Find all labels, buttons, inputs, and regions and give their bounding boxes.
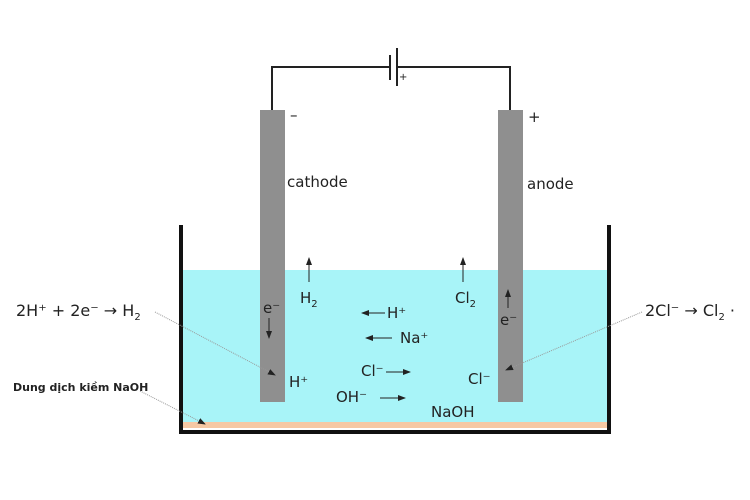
na-plus-ion: Na⁺	[400, 329, 428, 347]
cl-minus-ion: Cl⁻	[361, 362, 384, 380]
solution-note: Dung dịch kiềm NaOH	[13, 381, 148, 394]
anode-label: anode	[527, 175, 574, 193]
circuit-wire	[271, 66, 511, 110]
h2-label: H2	[300, 289, 318, 310]
battery-plus: +	[399, 72, 407, 83]
cathode-label: cathode	[287, 173, 348, 191]
solution-pointer	[139, 390, 206, 425]
cl2-label: Cl2	[455, 289, 476, 310]
cathode-electrode	[260, 110, 285, 402]
anode-electron: e⁻	[500, 311, 517, 329]
cathode-electron: e⁻	[263, 299, 280, 317]
anode-polarity: +	[528, 108, 541, 126]
liquid	[183, 270, 607, 426]
sediment-layer	[183, 422, 607, 428]
anode-electrode	[498, 110, 523, 402]
h-plus-ion: H⁺	[387, 304, 406, 322]
anode-equation: 2Cl⁻ → Cl2 ·	[645, 301, 735, 323]
naoh-label: NaOH	[431, 403, 475, 421]
anode-pointer	[505, 311, 643, 371]
cathode-polarity: –	[290, 106, 298, 124]
battery-icon	[389, 48, 398, 86]
container	[179, 225, 611, 434]
h-plus-cathode: H⁺	[289, 373, 308, 391]
cathode-pointer	[154, 311, 276, 376]
oh-minus-ion: OH⁻	[336, 388, 367, 406]
cl-minus-anode: Cl⁻	[468, 370, 491, 388]
cathode-equation: 2H⁺ + 2e⁻ → H2	[16, 301, 141, 323]
